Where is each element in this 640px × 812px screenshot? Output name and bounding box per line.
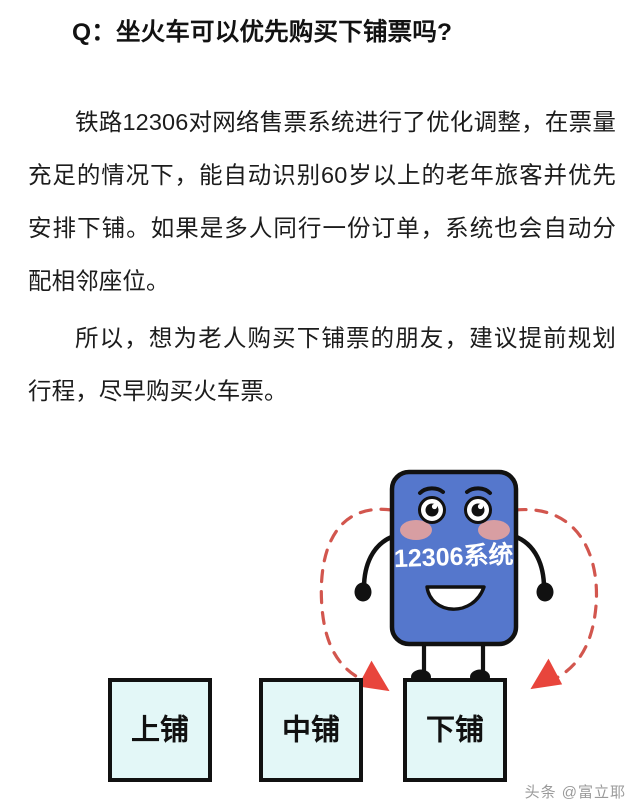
mascot-eye-left xyxy=(418,496,446,524)
mascot-arms xyxy=(354,533,554,602)
berth-box-lower[interactable]: 下铺 xyxy=(403,678,507,782)
watermark: 头条 @富立耶 xyxy=(524,784,626,801)
svg-text:上铺: 上铺 xyxy=(131,714,189,747)
dashed-arc-right xyxy=(513,508,599,690)
berth-box-upper[interactable]: 上铺 xyxy=(108,678,212,782)
dashed-arc-left xyxy=(319,507,394,692)
svg-text:中铺: 中铺 xyxy=(282,714,340,747)
mascot-body: 12306系统 xyxy=(389,469,519,647)
berth-illustration: 12306系统 上铺 中铺 下铺 xyxy=(0,440,640,812)
berth-box-middle[interactable]: 中铺 xyxy=(259,678,363,782)
cheek-right xyxy=(478,520,510,540)
svg-text:下铺: 下铺 xyxy=(426,714,484,747)
mascot-eye-right xyxy=(464,496,492,524)
body-paragraph-1: 铁路12306对网络售票系统进行了优化调整，在票量充足的情况下，能自动识别60岁… xyxy=(28,109,616,294)
cheek-left xyxy=(400,520,432,540)
page-title: Q：坐火车可以优先购买下铺票吗? xyxy=(72,19,453,46)
mascot-label: 12306系统 xyxy=(393,540,513,573)
body-paragraph-2: 所以，想为老人购买下铺票的朋友，建议提前规划行程，尽早购买火车票。 xyxy=(28,325,616,404)
